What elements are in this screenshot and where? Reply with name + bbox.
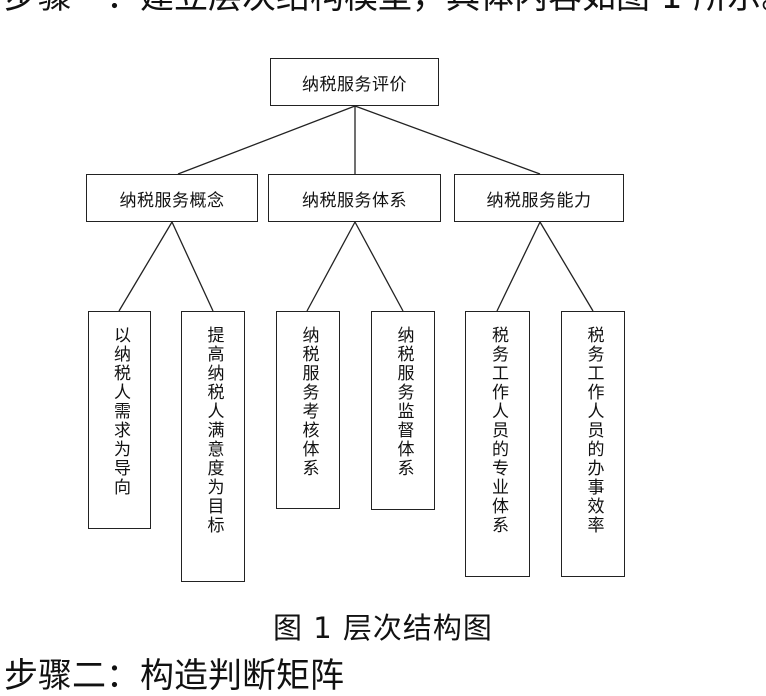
indicator-node-1: 以纳税人需求为导向 <box>88 311 151 529</box>
indicator-node-5: 税务工作人员的专业体系 <box>465 311 530 577</box>
edge-root-criterion-3 <box>354 105 541 175</box>
criterion-label-2: 纳税服务体系 <box>302 190 407 211</box>
indicator-node-3: 纳税服务考核体系 <box>276 311 340 509</box>
partial-top-text: 步骤一：建立层次结构模型，具体内容如图 1 所示。 <box>4 0 766 14</box>
diagram-connectors <box>118 105 594 312</box>
root-node: 纳税服务评价 <box>270 58 439 106</box>
edge-criterion-2-indicator-4 <box>354 221 404 312</box>
criterion-label-3: 纳税服务能力 <box>486 190 592 211</box>
edge-criterion-1-indicator-2 <box>171 221 214 312</box>
criterion-node-3: 纳税服务能力 <box>454 174 624 222</box>
criterion-label-1: 纳税服务概念 <box>119 190 225 211</box>
edge-criterion-3-indicator-5 <box>496 221 541 312</box>
edge-root-criterion-1 <box>177 105 356 175</box>
indicator-label-4: 纳税服务监督体系 <box>393 326 414 478</box>
indicator-label-6: 税务工作人员的办事效率 <box>583 326 604 535</box>
edge-criterion-2-indicator-3 <box>306 221 356 312</box>
edge-criterion-1-indicator-1 <box>118 221 173 312</box>
indicator-label-3: 纳税服务考核体系 <box>298 326 319 478</box>
root-label: 纳税服务评价 <box>302 74 407 95</box>
partial-bottom-text: 步骤二：构造判断矩阵 <box>4 656 344 696</box>
indicator-label-2: 提高纳税人满意度为目标 <box>203 326 224 535</box>
edge-criterion-3-indicator-6 <box>539 221 594 312</box>
indicator-node-4: 纳税服务监督体系 <box>371 311 435 510</box>
indicator-label-5: 税务工作人员的专业体系 <box>488 326 508 535</box>
criterion-node-1: 纳税服务概念 <box>86 174 258 222</box>
criterion-node-2: 纳税服务体系 <box>268 174 441 222</box>
figure-caption: 图 1 层次结构图 <box>273 611 493 645</box>
indicator-label-1: 以纳税人需求为导向 <box>110 326 130 497</box>
indicator-node-6: 税务工作人员的办事效率 <box>561 311 625 577</box>
indicator-node-2: 提高纳税人满意度为目标 <box>181 311 245 582</box>
